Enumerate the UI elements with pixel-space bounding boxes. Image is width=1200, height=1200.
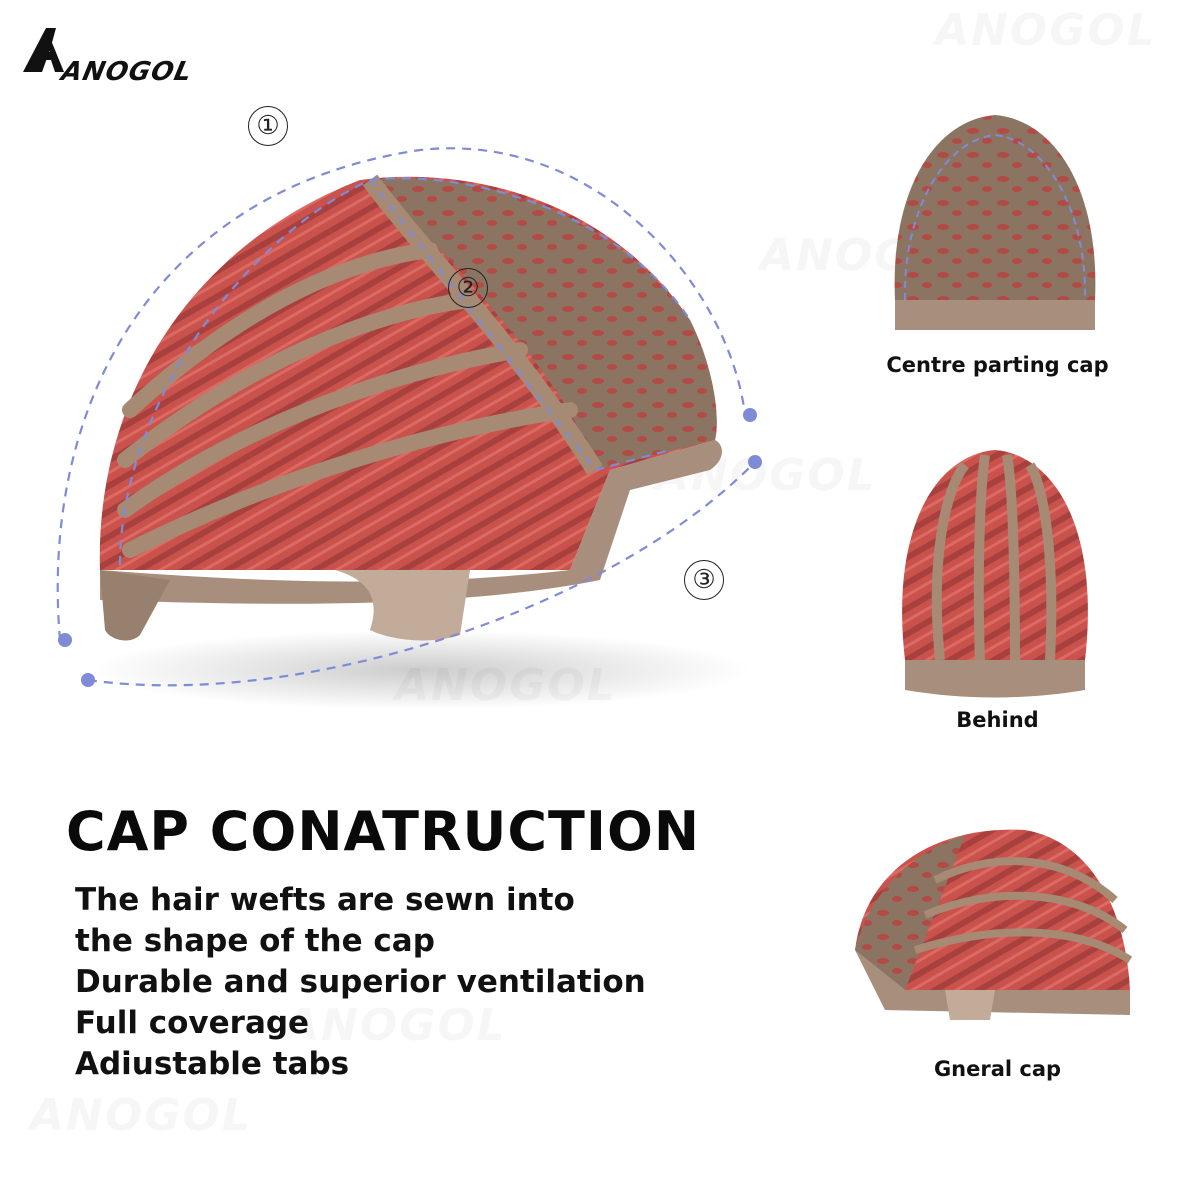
brand-logo: ANOGOL: [20, 20, 235, 87]
watermark-6: ANOGOL: [30, 1090, 252, 1141]
marker-2: ②: [448, 268, 488, 308]
feature-item: Durable and superior ventilation: [75, 964, 646, 1000]
watermark-1: ANOGOL: [935, 5, 1157, 56]
feature-list: The hair wefts are sewn into the shape o…: [75, 880, 646, 1085]
view-centre-parting: [840, 100, 1150, 340]
caption-behind: Behind: [956, 708, 1039, 732]
page-title: CAP CONATRUCTION: [66, 800, 701, 863]
feature-item: the shape of the cap: [75, 923, 435, 959]
main-cap-diagram: [50, 110, 790, 730]
general-cap-illustration: [855, 829, 1133, 1020]
main-cap-illustration: [56, 147, 762, 710]
centre-parting-cap-illustration: [894, 115, 1096, 330]
logo-text: ANOGOL: [58, 57, 196, 87]
view-behind: [840, 440, 1150, 700]
marker-1: ①: [248, 106, 288, 146]
logo-mark-icon: [23, 28, 64, 72]
behind-cap-illustration: [902, 450, 1088, 698]
caption-general: Gneral cap: [933, 1057, 1062, 1081]
view-general: [840, 810, 1150, 1030]
feature-item: Full coverage: [75, 1005, 310, 1041]
caption-centre-parting: Centre parting cap: [886, 353, 1109, 377]
feature-item: Adiustable tabs: [75, 1046, 350, 1082]
marker-3: ③: [684, 560, 724, 600]
feature-item: The hair wefts are sewn into: [75, 882, 575, 918]
